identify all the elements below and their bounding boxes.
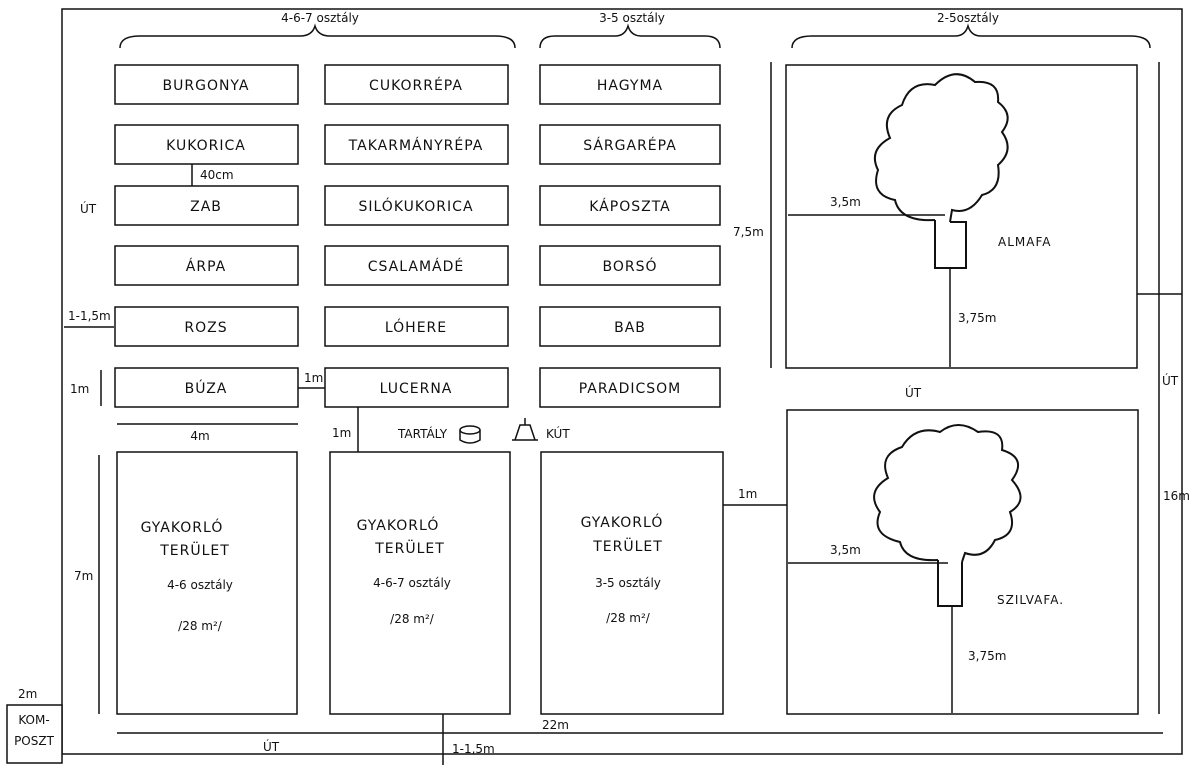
bed [324, 306, 509, 347]
tree-bottom-label: SZILVAFA. [997, 593, 1064, 607]
practice-grade: 4-6 osztály [167, 578, 233, 592]
bed-label: BURGONYA [163, 78, 250, 94]
path-right-label: ÚT [1162, 373, 1179, 388]
bed-label: KÁPOSZTA [589, 198, 671, 215]
bed [324, 185, 509, 226]
apple-tree-icon [874, 73, 1009, 269]
bed [114, 185, 299, 226]
bed-label: ÁRPA [186, 258, 226, 275]
garden-boundary [61, 8, 1183, 755]
orchard-height-label: 7,5m [733, 225, 764, 239]
bed [114, 367, 299, 408]
bed [539, 185, 721, 226]
brace-middle-group [539, 23, 721, 49]
bed-label: ZAB [190, 199, 222, 215]
brace-left-group [119, 23, 516, 49]
plum-tree-icon [873, 424, 1022, 607]
total-width-label: 22m [542, 718, 569, 732]
group-left-label: 4-6-7 osztály [281, 11, 359, 25]
bed [539, 64, 721, 105]
path-left-label: ÚT [80, 201, 97, 216]
bed-label: TAKARMÁNYRÉPA [348, 137, 484, 154]
bed-label: BÚZA [185, 379, 228, 397]
bed-label: KUKORICA [166, 138, 246, 154]
bed-label: CSALAMÁDÉ [368, 258, 464, 275]
well-icon [512, 418, 538, 441]
practice-title-line1: GYAKORLÓ [141, 518, 224, 536]
bed-label: BORSÓ [602, 257, 657, 275]
gap-right-label: 1m [738, 487, 757, 501]
compost-box [6, 704, 63, 764]
bed-column-2: CUKORRÉPA TAKARMÁNYRÉPA SILÓKUKORICA CSA… [324, 64, 509, 408]
bed-label: ROZS [184, 320, 227, 336]
practice-grade: 4-6-7 osztály [373, 576, 451, 590]
compost-label-line2: POSZT [14, 734, 55, 748]
bed [539, 245, 721, 286]
tree-dist-3-label: 3,5m [830, 543, 861, 557]
bed-label: SÁRGARÉPA [583, 137, 677, 154]
side-path-label: 1-1,5m [68, 309, 111, 323]
bed [539, 367, 721, 408]
bed-label: BAB [614, 320, 646, 336]
between-cols-label: 1m [304, 371, 323, 385]
bed [324, 245, 509, 286]
bed-label: LUCERNA [380, 381, 453, 397]
bed [114, 306, 299, 347]
practice-title-line1: GYAKORLÓ [357, 516, 440, 534]
path-middle-label: ÚT [905, 385, 922, 400]
bed [114, 245, 299, 286]
practice-area-1: GYAKORLÓ TERÜLET 4-6 osztály /28 m²/ [116, 451, 298, 715]
bed-label: SILÓKUKORICA [358, 197, 473, 215]
total-height-label: 16m [1163, 489, 1189, 503]
tree-dist-1-label: 3,5m [830, 195, 861, 209]
bed [324, 124, 509, 165]
tree-top-label: ALMAFA [998, 235, 1051, 249]
bed-width-label: 4m [190, 429, 209, 443]
orchard-plot-upper [785, 64, 1138, 369]
tree-dist-2-label: 3,75m [958, 311, 996, 325]
practice-title-line2: TERÜLET [159, 541, 230, 559]
bed-label: CUKORRÉPA [369, 77, 463, 94]
practice-height-label: 7m [74, 569, 93, 583]
practice-area-3: GYAKORLÓ TERÜLET 3-5 osztály /28 m²/ [540, 451, 724, 715]
practice-title-line2: TERÜLET [374, 539, 445, 557]
bed-depth-label: 1m [70, 382, 89, 396]
compost-label-line1: KOM- [18, 713, 49, 727]
group-middle-label: 3-5 osztály [599, 11, 665, 25]
brace-right-group [791, 23, 1151, 49]
tank-label: TARTÁLY [397, 426, 448, 441]
bottom-path-label: 1-1,5m [452, 742, 495, 756]
row-gap-label: 1m [332, 426, 351, 440]
practice-area-2: GYAKORLÓ TERÜLET 4-6-7 osztály /28 m²/ [329, 451, 511, 715]
practice-size: /28 m²/ [606, 611, 651, 625]
bed [114, 124, 299, 165]
group-right-label: 2-5osztály [937, 11, 999, 25]
well-label: KÚT [546, 426, 570, 441]
practice-grade: 3-5 osztály [595, 576, 661, 590]
tree-dist-4-label: 3,75m [968, 649, 1006, 663]
bed [539, 124, 721, 165]
bed-gap-label: 40cm [200, 168, 234, 182]
bed-column-3: HAGYMA SÁRGARÉPA KÁPOSZTA BORSÓ BAB PARA… [539, 64, 721, 408]
path-bottom-label: ÚT [263, 739, 280, 754]
practice-size: /28 m²/ [178, 619, 223, 633]
practice-size: /28 m²/ [390, 612, 435, 626]
practice-title-line1: GYAKORLÓ [581, 513, 664, 531]
bed-column-1: BURGONYA KUKORICA ZAB ÁRPA ROZS BÚZA [114, 64, 299, 408]
practice-title-line2: TERÜLET [592, 537, 663, 555]
bed-label: HAGYMA [597, 78, 663, 94]
bed [114, 64, 299, 105]
bed [539, 306, 721, 347]
bed-label: LÓHERE [385, 318, 447, 336]
tank-icon [459, 425, 481, 444]
bed [324, 64, 509, 105]
compost-size-label: 2m [18, 687, 37, 701]
bed-label: PARADICSOM [579, 381, 682, 397]
